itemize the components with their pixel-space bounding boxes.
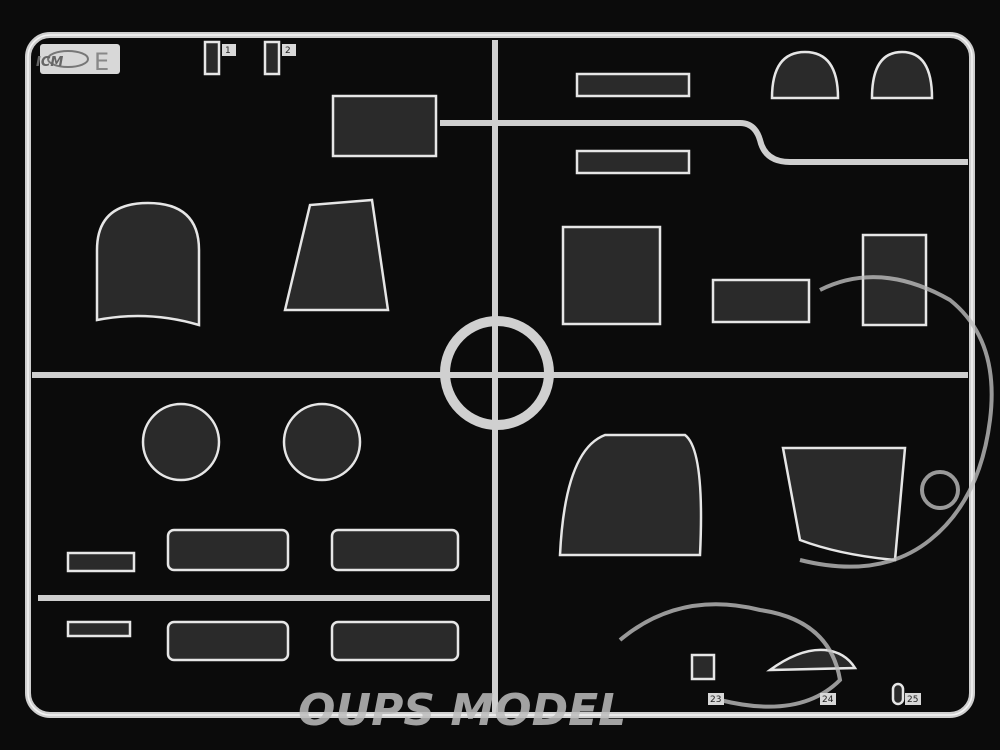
watermark-drawing [618, 275, 994, 709]
clear-parts [66, 40, 934, 706]
part-number-1: 1 [225, 46, 231, 56]
runner-frame [25, 32, 975, 718]
sprue-letter: E [94, 48, 109, 76]
watermark-text: OUPS MODEL [298, 685, 626, 736]
part-number-2: 2 [285, 46, 291, 56]
part-number-23: 23 [710, 695, 721, 705]
part-number-25: 25 [907, 695, 918, 705]
brand-logo: ICM [36, 55, 63, 70]
sprue-label-tag [40, 44, 120, 74]
part-number-24: 24 [822, 695, 834, 705]
